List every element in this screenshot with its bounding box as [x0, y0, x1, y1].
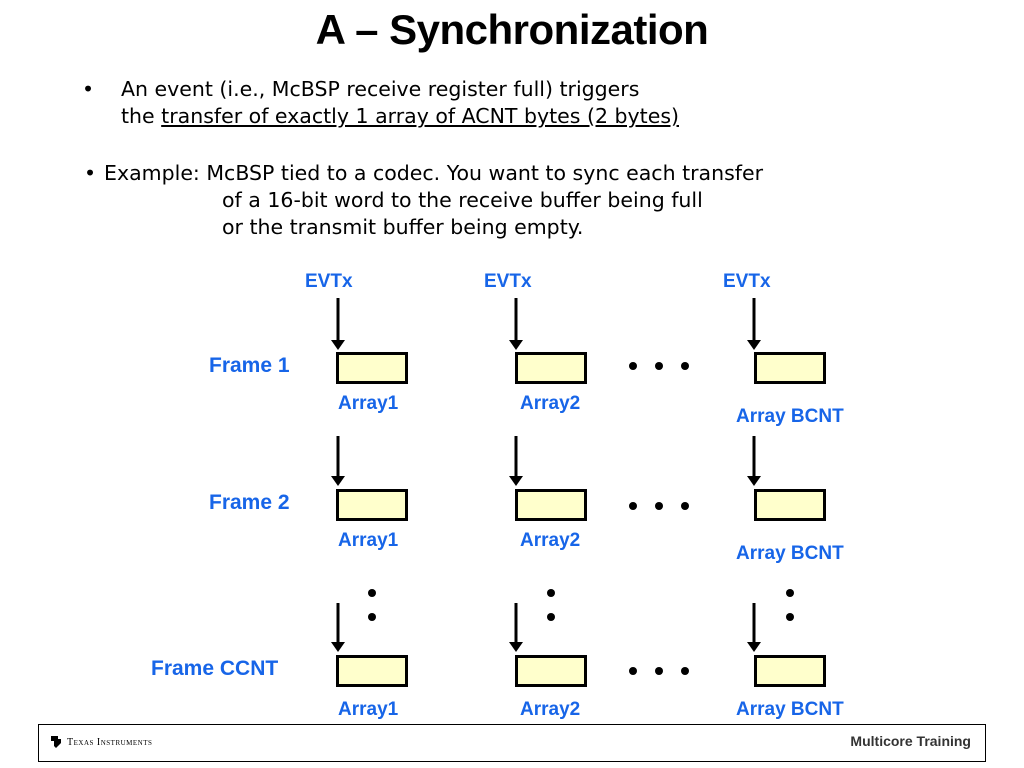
array-label-frameccnt-array1: Array1: [338, 699, 399, 720]
bullet-1-line-2-underlined: transfer of exactly 1 array of ACNT byte…: [161, 104, 679, 128]
event-arrow-frame2-col2: [509, 436, 523, 486]
horizontal-ellipsis-frameccnt: [629, 667, 689, 675]
array-box-frame1-array2: [515, 352, 587, 384]
ti-logo-text: Texas Instruments: [67, 736, 153, 748]
event-arrow-frameccnt-col2: [509, 603, 523, 652]
bullet-2-line-1: Example: McBSP tied to a codec. You want…: [104, 161, 764, 185]
array-label-frame2-array1: Array1: [338, 530, 399, 551]
array-box-frame2-array1: [336, 489, 408, 521]
frame-label-ccnt: Frame CCNT: [151, 657, 279, 680]
event-arrow-frame1-col1: [331, 298, 345, 350]
ti-logo: Texas Instruments: [49, 735, 152, 749]
array-box-frame1-bcnt: [754, 352, 826, 384]
array-label-frame2-array2: Array2: [520, 530, 581, 551]
array-label-frameccnt-bcnt: Array BCNT: [736, 699, 844, 720]
bullet-marker: •: [84, 161, 97, 185]
event-arrow-frame1-col2: [509, 298, 523, 350]
bullet-2-line-2: of a 16-bit word to the receive buffer b…: [222, 188, 703, 212]
array-box-frame2-bcnt: [754, 489, 826, 521]
event-arrow-frame2-col1: [331, 436, 345, 486]
horizontal-ellipsis-frame1: [629, 362, 689, 370]
array-box-frameccnt-array1: [336, 655, 408, 687]
bullet-1-line-2-plain: the: [121, 104, 162, 128]
footer-bar: Texas Instruments Multicore Training: [38, 724, 986, 762]
event-arrow-frame2-col3: [747, 436, 761, 486]
horizontal-ellipsis-frame2: [629, 502, 689, 510]
event-label-col1: EVTx: [305, 271, 353, 292]
vertical-ellipsis-col3: [786, 589, 794, 621]
bullet-marker: •: [82, 77, 95, 101]
event-arrow-frame1-col3: [747, 298, 761, 350]
event-arrow-frameccnt-col3: [747, 603, 761, 652]
bullet-2-line-3: or the transmit buffer being empty.: [222, 215, 584, 239]
bullet-1-line-1: An event (i.e., McBSP receive register f…: [121, 77, 640, 101]
event-label-col3: EVTx: [723, 271, 771, 292]
array-box-frameccnt-array2: [515, 655, 587, 687]
array-box-frame1-array1: [336, 352, 408, 384]
array-box-frame2-array2: [515, 489, 587, 521]
frame-label-2: Frame 2: [209, 491, 290, 514]
vertical-ellipsis-col2: [547, 589, 555, 621]
event-label-col2: EVTx: [484, 271, 532, 292]
array-box-frameccnt-bcnt: [754, 655, 826, 687]
event-arrow-frameccnt-col1: [331, 603, 345, 652]
array-label-frameccnt-array2: Array2: [520, 699, 581, 720]
array-label-frame1-bcnt: Array BCNT: [736, 406, 844, 427]
vertical-ellipsis-col1: [368, 589, 376, 621]
slide-title: A – Synchronization: [315, 6, 709, 53]
bullet-1-line-2: the transfer of exactly 1 array of ACNT …: [121, 103, 679, 130]
frame-label-1: Frame 1: [209, 354, 290, 377]
ti-bug-icon: [51, 736, 61, 748]
array-label-frame1-array2: Array2: [520, 393, 581, 414]
footer-course-title: Multicore Training: [850, 733, 971, 749]
array-label-frame1-array1: Array1: [338, 393, 399, 414]
array-label-frame2-bcnt: Array BCNT: [736, 543, 844, 564]
